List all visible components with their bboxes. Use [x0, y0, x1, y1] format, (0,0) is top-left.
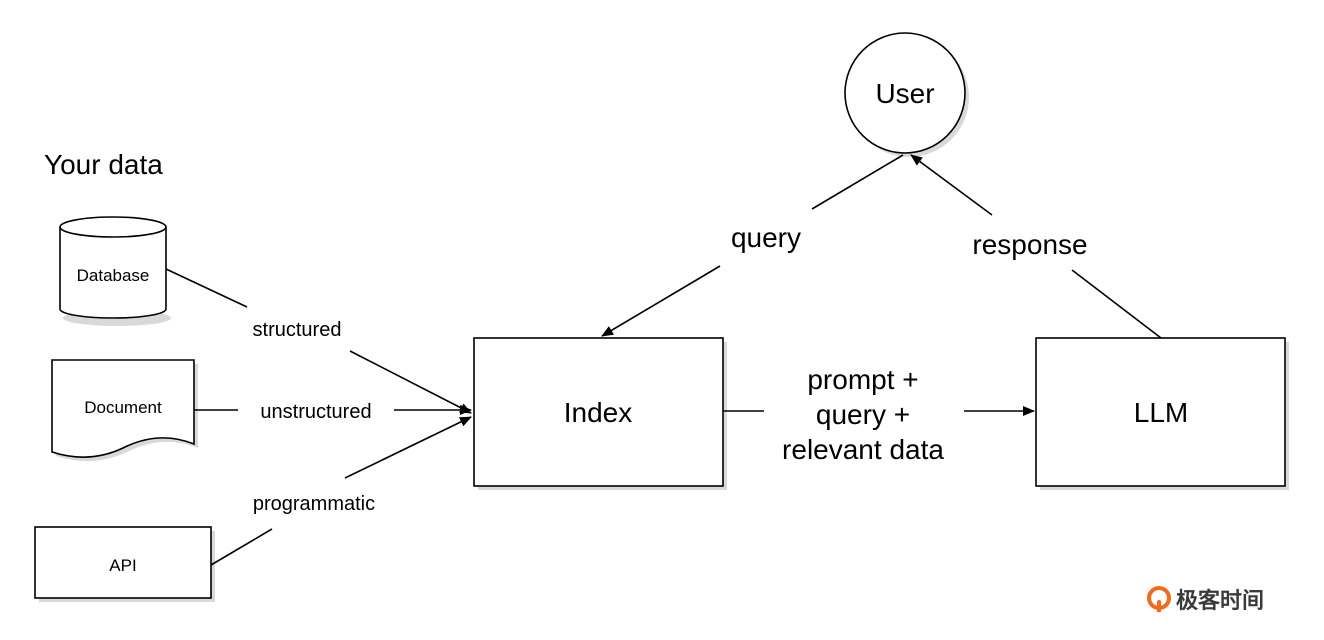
edge-structured-lower	[349, 350, 472, 414]
response-label: response	[972, 229, 1087, 260]
llm-label: LLM	[1134, 397, 1188, 428]
edge-programmatic-lower	[210, 528, 273, 566]
prompt-label-line-1: prompt +	[807, 364, 918, 395]
geektime-logo-icon	[1147, 586, 1171, 612]
unstructured-label: unstructured	[260, 401, 371, 423]
llm-node: LLM	[1035, 337, 1289, 490]
api-node: API	[34, 526, 215, 602]
geektime-watermark: 极客时间	[1146, 582, 1264, 616]
database-node: Database	[59, 216, 171, 326]
structured-label: structured	[253, 319, 342, 341]
user-label: User	[875, 78, 934, 109]
database-label: Database	[77, 266, 150, 285]
edge-response-lower	[1071, 269, 1162, 339]
document-label: Document	[84, 398, 162, 417]
index-node: Index	[473, 337, 727, 490]
query-label: query	[731, 222, 801, 253]
your-data-heading: Your data	[44, 149, 163, 180]
programmatic-label: programmatic	[253, 493, 375, 515]
edge-query-lower	[601, 265, 721, 337]
prompt-label-line-2: query +	[816, 399, 910, 430]
user-node: User	[844, 32, 969, 157]
edge-response-upper	[910, 154, 993, 216]
edge-query-upper	[811, 154, 904, 210]
index-label: Index	[564, 397, 633, 428]
document-node: Document	[51, 359, 198, 462]
edge-programmatic-upper	[344, 416, 472, 479]
prompt-label-line-3: relevant data	[782, 434, 944, 465]
api-label: API	[109, 556, 136, 575]
edge-structured-upper	[165, 268, 248, 308]
geektime-logo-text: 极客时间	[1176, 589, 1265, 614]
